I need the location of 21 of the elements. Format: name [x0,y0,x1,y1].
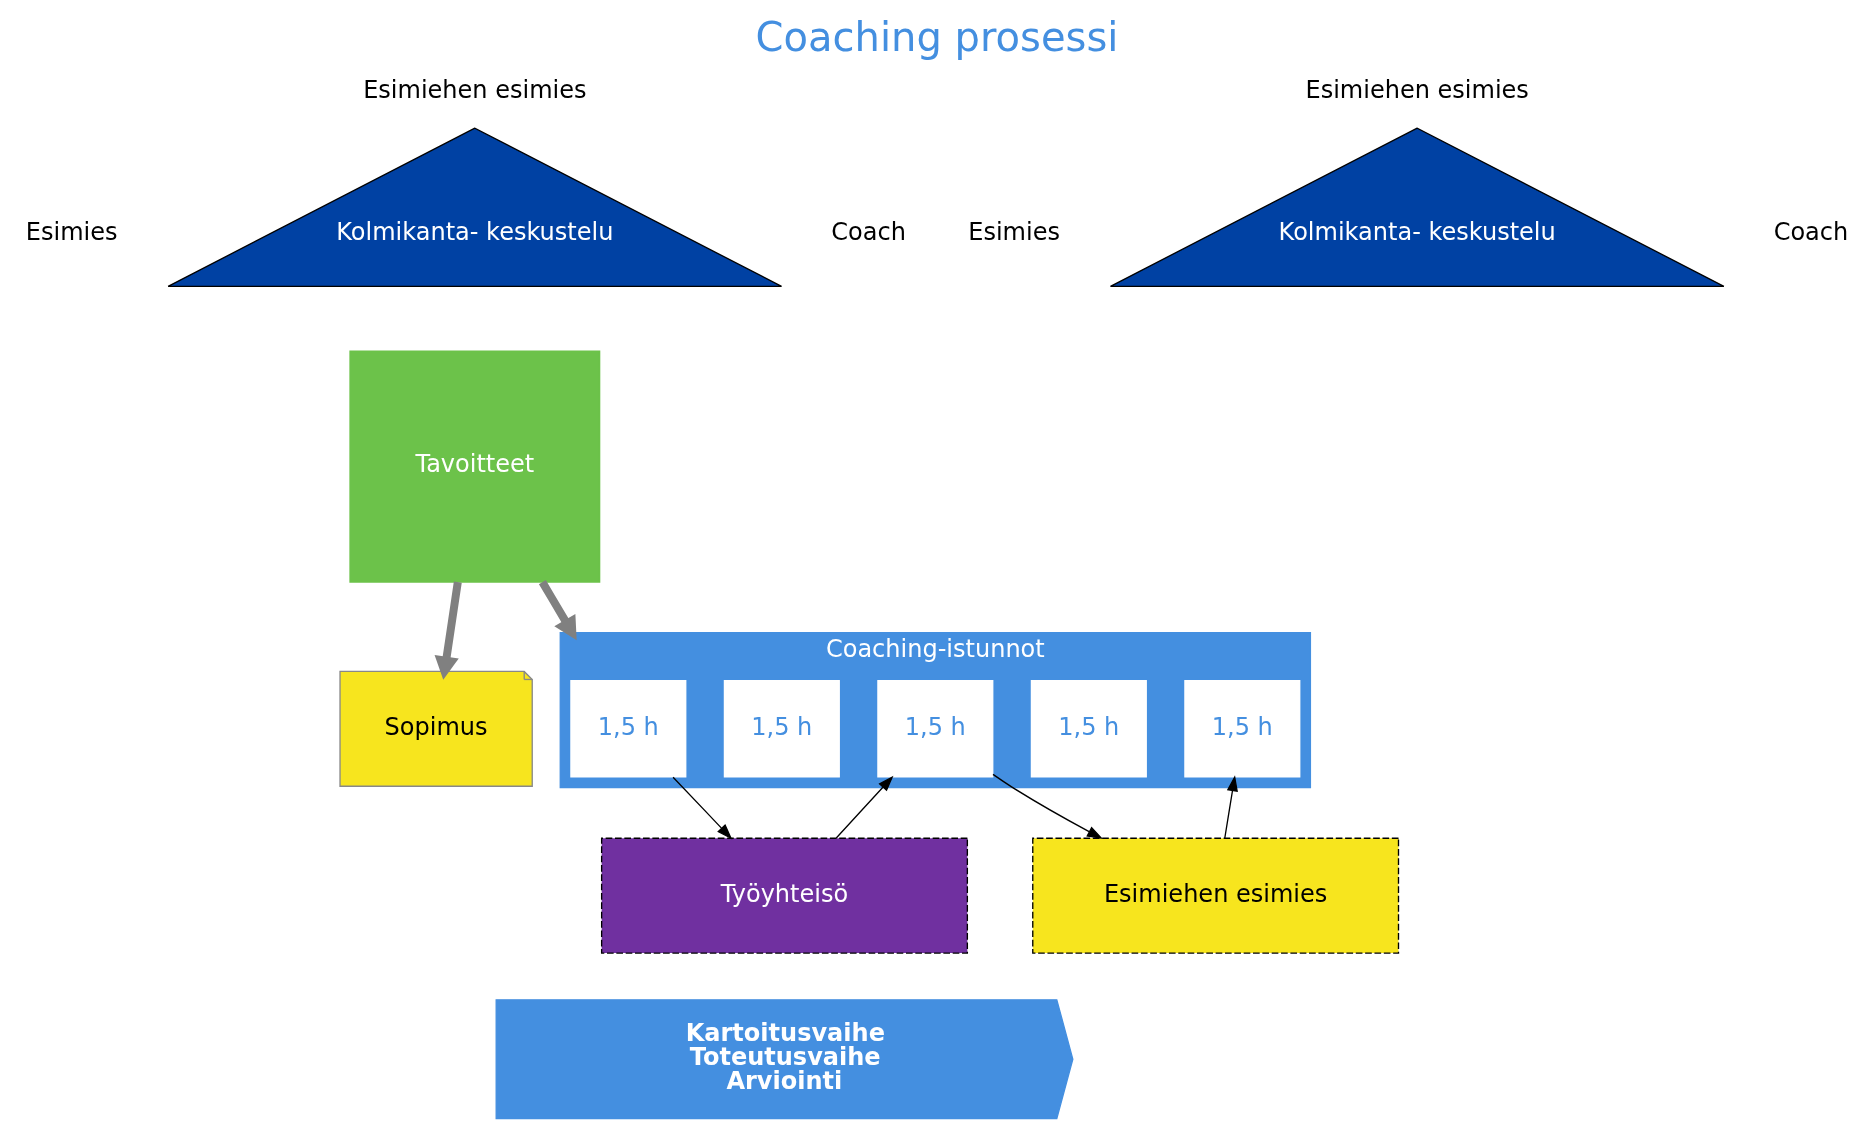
node-label: Esimies [25,217,118,246]
node-box: Tavoitteet [349,350,601,583]
arrow [1224,775,1238,839]
node-label: Esimiehen esimies [363,76,587,105]
arrow [538,580,577,641]
arrow [992,773,1103,839]
node-box: Esimiehen esimies [1032,837,1400,954]
node-box: 1,5 h [1184,680,1301,778]
node-box: 1,5 h [877,680,994,778]
node-box: 1,5 h [570,680,687,778]
node-box: Työyhteisö [600,837,969,954]
node-label: Coach [831,217,906,246]
arrow [672,776,733,840]
node-box: 1,5 h [1030,680,1147,778]
arrow [434,581,462,680]
diagram-title: Coaching prosessi [755,13,1119,60]
node-label: Esimies [968,217,1060,246]
node-box: 1,5 h [723,680,840,778]
node-label: Coach [1773,217,1849,246]
arrow [835,775,894,839]
node-label: Esimiehen esimies [1305,76,1529,105]
